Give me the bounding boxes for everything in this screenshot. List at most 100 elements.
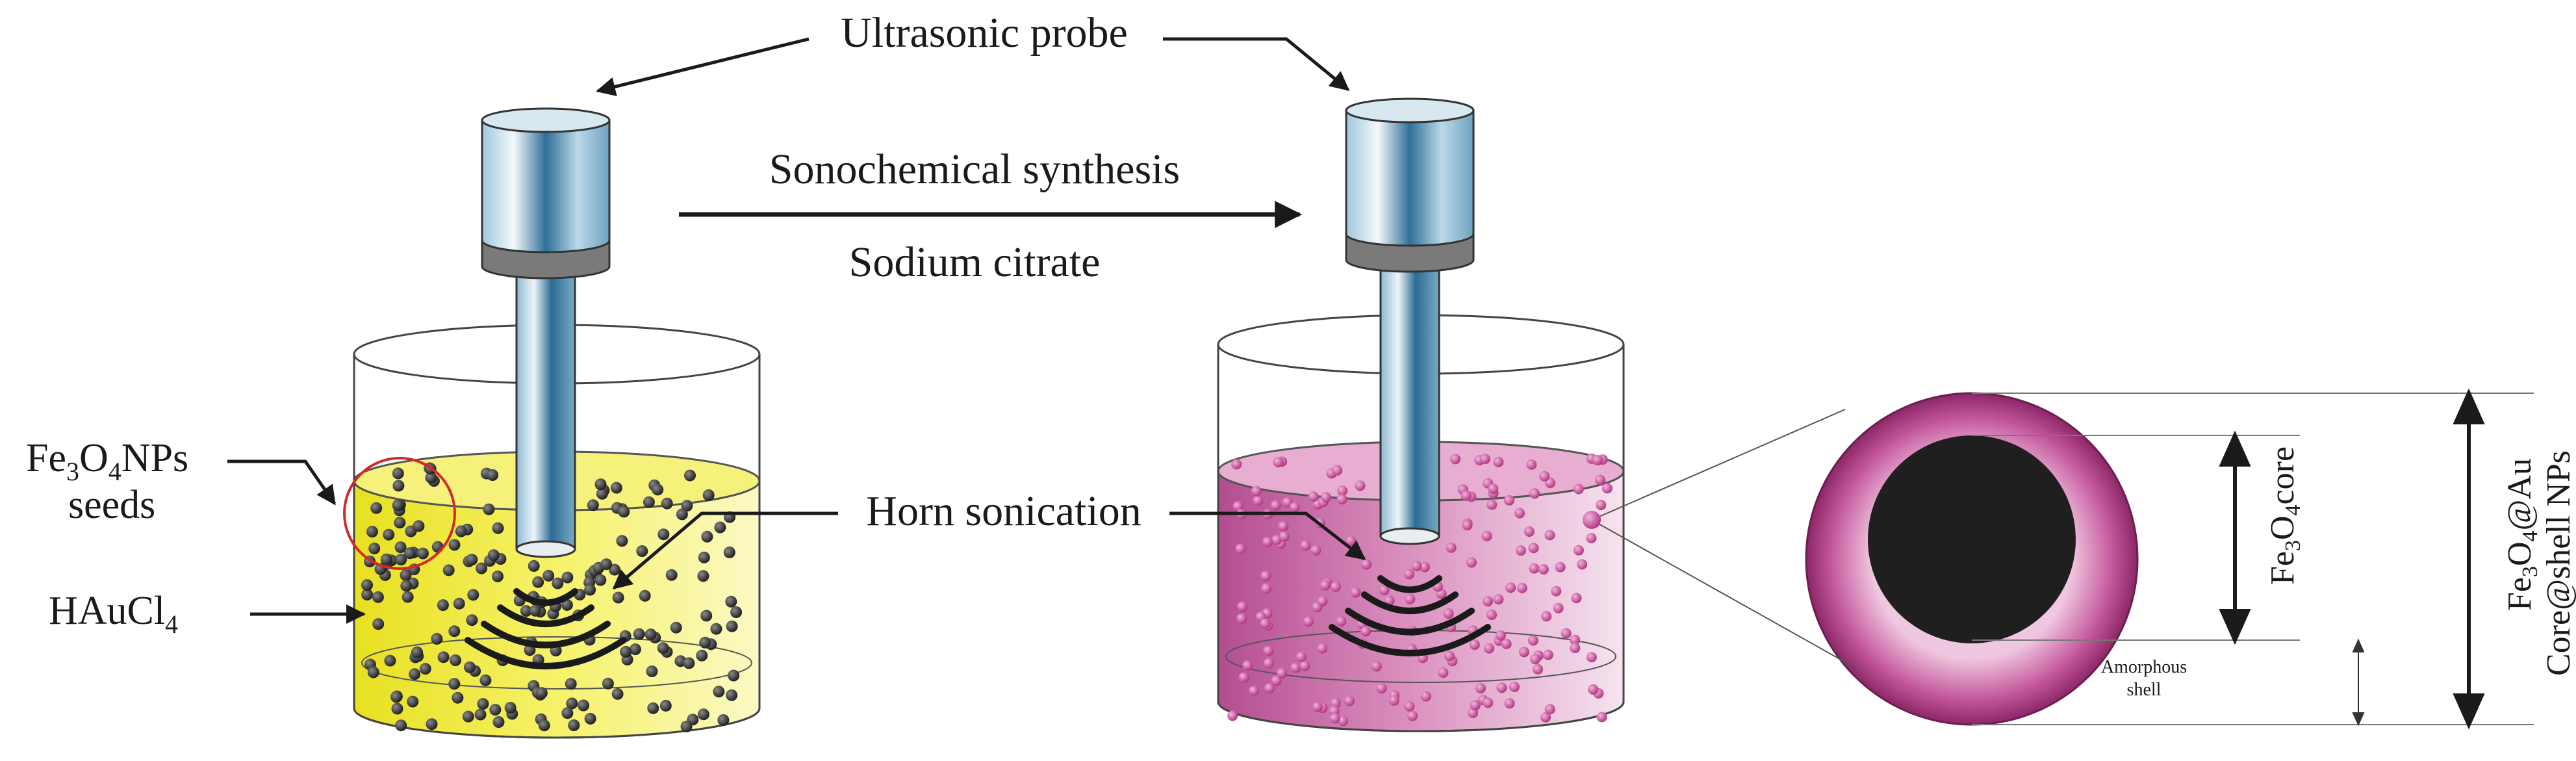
nanoparticle (1450, 454, 1461, 465)
nanoparticle (587, 499, 599, 511)
seed-highlight-circle (343, 457, 456, 570)
nanoparticle (384, 654, 396, 667)
nanoparticle (1332, 465, 1343, 476)
amorphous-shell-label-line2: shell (2127, 680, 2162, 700)
nanoparticle (487, 549, 500, 561)
nanoparticle (1539, 471, 1550, 482)
nanoparticle (479, 674, 492, 686)
nanoparticle (644, 628, 657, 641)
nanoparticle (1475, 683, 1486, 693)
nanoparticle (466, 554, 478, 566)
nanoparticle (1260, 618, 1271, 629)
nanoparticle (594, 574, 607, 586)
nanoparticle (683, 657, 695, 669)
nanoparticle (370, 502, 383, 514)
nanoparticle (697, 570, 709, 582)
nanoparticle (713, 686, 725, 698)
nanoparticle (1555, 561, 1566, 573)
nanoparticle (1263, 645, 1274, 656)
nanoparticle (611, 688, 624, 700)
nanoparticle (1573, 545, 1584, 556)
nanoparticle (1496, 682, 1507, 693)
nanoparticle (728, 669, 740, 682)
nanoparticle (1355, 480, 1366, 491)
nanoparticle (1588, 684, 1599, 695)
nanoparticle (698, 551, 710, 563)
nanoparticle (1350, 587, 1361, 598)
nanoparticle (1344, 695, 1355, 706)
nanoparticle (1277, 667, 1287, 678)
nanoparticle (450, 654, 461, 666)
nanoparticle (1541, 611, 1552, 622)
nanoparticle (1493, 594, 1504, 605)
nanoparticle (466, 614, 478, 626)
nanoparticle (431, 633, 443, 645)
right-probe-rod (1379, 265, 1440, 537)
nanoparticle (1486, 610, 1497, 620)
nanoparticle (1438, 667, 1449, 678)
nanoparticle (467, 589, 479, 601)
nanoparticle (657, 528, 670, 541)
nanoparticle (1337, 485, 1348, 497)
nanoparticle (1264, 682, 1275, 693)
nanoparticle (361, 588, 374, 600)
nanoparticle (1570, 643, 1581, 653)
nanoparticle (701, 530, 713, 543)
nanoparticle (1232, 501, 1243, 511)
right-probe-top (1345, 97, 1475, 123)
left-ultrasonic-probe (481, 107, 611, 558)
nanoparticle (643, 496, 655, 508)
nanoparticle (1495, 630, 1506, 641)
nanoparticle (1260, 571, 1271, 582)
nanoparticle (670, 621, 682, 634)
nanoparticle (1586, 652, 1597, 663)
nanoparticle (1320, 492, 1331, 503)
nanoparticle (639, 589, 651, 602)
nanoparticle (566, 697, 578, 710)
nanoparticle (1271, 675, 1282, 686)
nanoparticle (1594, 474, 1605, 485)
nanoparticle (1479, 454, 1490, 465)
nanoparticle (492, 716, 505, 728)
nanoparticle (1261, 583, 1272, 594)
nanoparticle (1515, 545, 1526, 556)
left-probe-tip (515, 540, 576, 558)
left-probe-top (481, 107, 611, 133)
nanoparticle (1544, 530, 1555, 541)
nanoparticle (652, 484, 664, 496)
nanoparticle (594, 478, 607, 491)
nanoparticle (1330, 581, 1341, 592)
nanoparticle (1338, 716, 1348, 727)
left-sonication-waves (465, 588, 627, 669)
nanoparticle (681, 500, 693, 512)
nanoparticle (1488, 484, 1499, 495)
nanoparticle (1303, 616, 1314, 627)
nanoparticle (1592, 455, 1603, 466)
nanoparticle (1544, 704, 1555, 715)
amorphous-shell-label-line1: Amorphous (2101, 657, 2187, 677)
nanoparticle (383, 528, 395, 541)
nanoparticle (1308, 491, 1319, 502)
nanoparticle (676, 508, 688, 521)
fe3o4-nps-seeds-label: Fe3O4NPs (26, 436, 188, 486)
nanoparticle (561, 707, 574, 719)
nanoparticle (538, 719, 550, 732)
nanoparticle (1404, 569, 1414, 580)
nanoparticle (483, 503, 495, 515)
ultrasonic-probe-label: Ultrasonic probe (841, 9, 1128, 57)
nanoparticle (714, 521, 726, 534)
nanoparticle (535, 687, 548, 699)
nanoparticle (561, 571, 574, 584)
nanoparticle (665, 569, 678, 581)
nanoparticle (1530, 654, 1541, 665)
nanoparticle (1443, 608, 1454, 619)
nanoparticle (437, 651, 450, 664)
nanoparticle (1538, 564, 1549, 574)
nanoparticle (425, 472, 437, 484)
nanoparticle (1263, 658, 1274, 669)
nanoparticle (616, 535, 628, 547)
nanoparticle (1577, 559, 1588, 570)
nanoparticle (1310, 545, 1321, 556)
nanoparticle (1290, 662, 1301, 673)
